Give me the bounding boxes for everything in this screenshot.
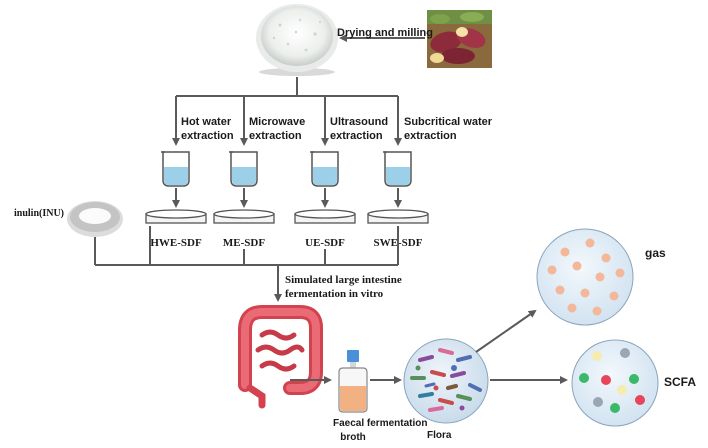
scfa-label: SCFA: [664, 375, 696, 389]
product-label-hwe: HWE-SDF: [150, 237, 202, 249]
scfa-molecules-circle-icon: [571, 339, 659, 427]
gas-bubbles-circle-icon: [536, 228, 634, 326]
fermentation-label-line2: fermentation in vitro: [285, 288, 384, 300]
product-label-ue: UE-SDF: [305, 237, 345, 249]
culture-bottle-icon: [338, 350, 368, 413]
inulin-label: inulin(INU): [14, 208, 64, 219]
sweet-potato-icon: [427, 10, 492, 68]
fermentation-label-line1: Simulated large intestine: [285, 274, 402, 286]
beaker-icon: [383, 151, 412, 187]
petri-dish-icon: [367, 209, 429, 224]
extraction-label-swe-line1: Subcritical water: [404, 116, 493, 128]
extraction-label-swe-line2: extraction: [404, 130, 457, 142]
extraction-label-me-line1: Microwave: [249, 116, 305, 128]
beaker-icon: [161, 151, 190, 187]
petri-dish-icon: [294, 209, 356, 224]
extraction-label-me-line2: extraction: [249, 130, 302, 142]
extraction-label-ue-line1: Ultrasound: [330, 116, 388, 128]
petri-dish-icon: [213, 209, 275, 224]
large-intestine-icon: [238, 305, 323, 409]
beaker-icon: [229, 151, 258, 187]
product-label-me: ME-SDF: [223, 237, 265, 249]
petri-dish-icon: [145, 209, 207, 224]
flora-label: Flora: [427, 430, 452, 441]
white-powder-bowl-icon: [256, 4, 338, 76]
flora-to-gas-arrow: [475, 309, 537, 353]
extraction-label-ue-line2: extraction: [330, 130, 383, 142]
broth-label-line1: Faecal fermentation: [333, 418, 427, 429]
extraction-label-hwe-line2: extraction: [181, 130, 234, 142]
bacteria-circle-icon: [403, 338, 489, 424]
broth-label-line2: broth: [340, 432, 366, 443]
white-powder-dish-icon: [67, 201, 123, 237]
drying-milling-label: Drying and milling: [337, 27, 433, 39]
extraction-label-hwe-line1: Hot water: [181, 116, 232, 128]
gas-label: gas: [645, 246, 666, 260]
beaker-icon: [310, 151, 339, 187]
